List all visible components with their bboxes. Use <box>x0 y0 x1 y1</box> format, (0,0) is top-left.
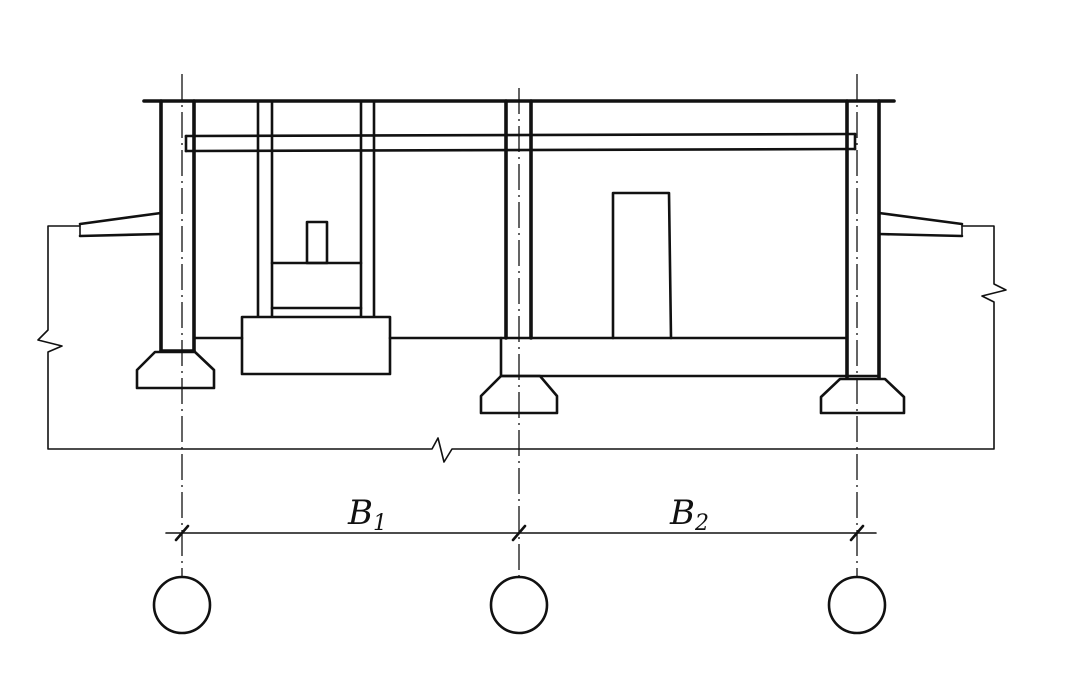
crane-beam <box>184 132 857 153</box>
axis-marker-1 <box>152 575 212 635</box>
right-canopy <box>877 211 964 238</box>
span-2-label: B2 <box>669 493 709 536</box>
left-canopy <box>78 211 163 238</box>
middle-column <box>504 99 533 340</box>
axis-marker-3 <box>827 575 887 635</box>
span-1-label: B1 <box>347 493 387 536</box>
left-column-footing <box>135 350 216 390</box>
interior-frame <box>256 99 376 318</box>
equipment-box <box>305 220 329 265</box>
right-column-footing <box>819 377 906 415</box>
right-column <box>845 99 881 380</box>
right-bay-floor-slab <box>499 336 881 378</box>
axis-marker-2 <box>489 575 549 635</box>
left-column <box>159 99 196 353</box>
span-dimension-line <box>165 524 877 542</box>
overall-dimension-outline <box>37 225 1007 463</box>
door <box>611 191 673 340</box>
machine-base <box>240 315 392 376</box>
